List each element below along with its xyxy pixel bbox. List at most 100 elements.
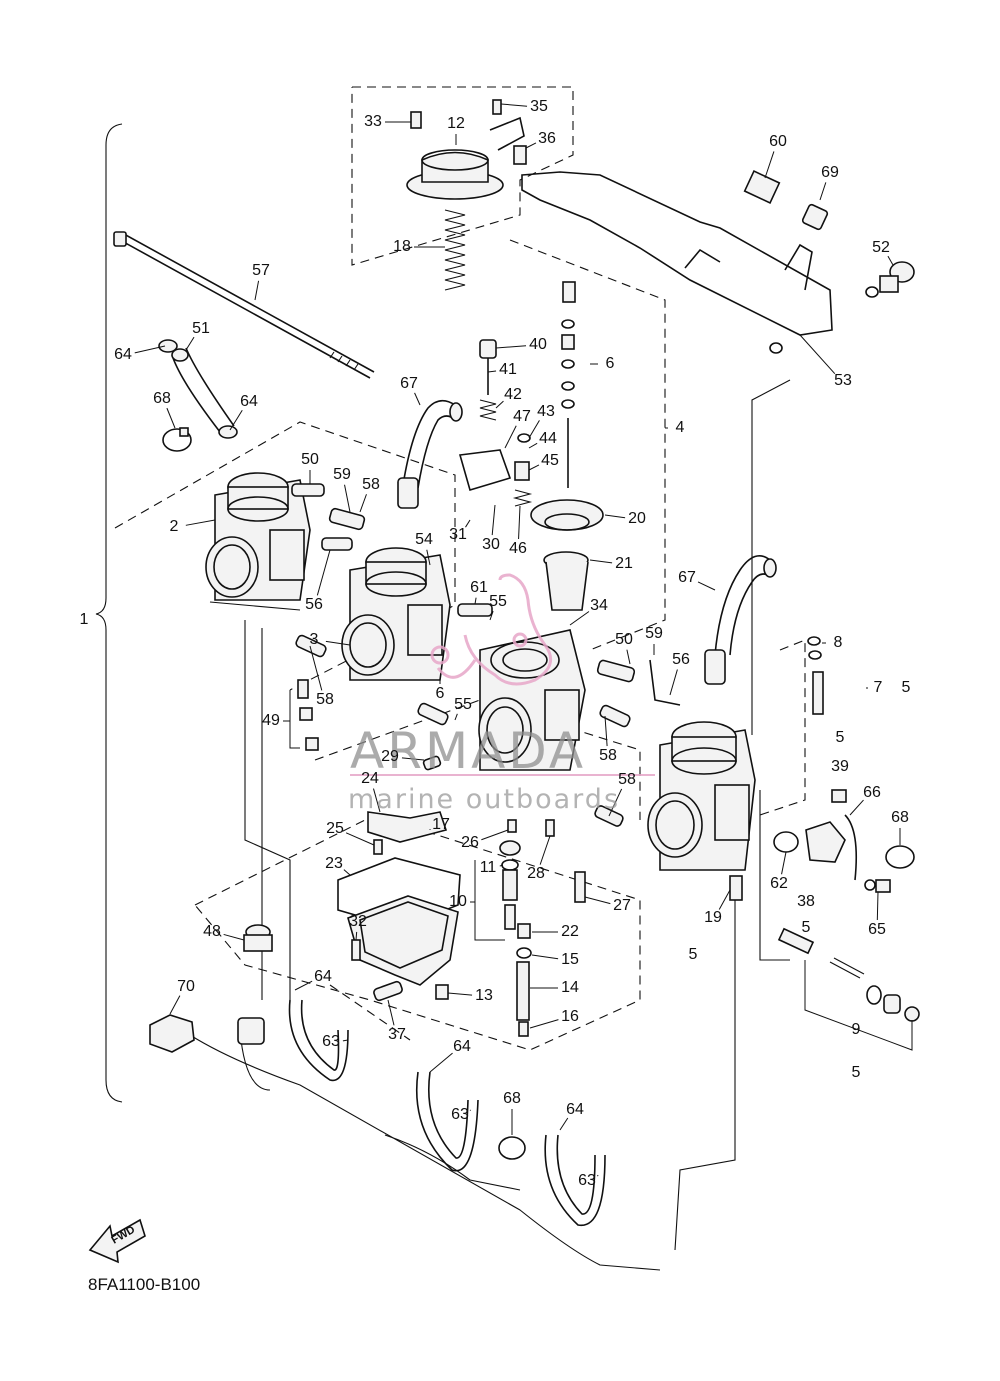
callout-7: 7 [874, 679, 883, 696]
part-18-spring [444, 209, 466, 291]
throttle-bracket [521, 170, 833, 336]
leader-20 [604, 514, 626, 519]
leader-61 [474, 597, 477, 605]
leader-32 [355, 931, 358, 941]
callout-34: 34 [590, 597, 608, 614]
leader-2 [185, 519, 216, 526]
callout-64: 64 [314, 968, 332, 985]
callout-40: 40 [529, 336, 547, 353]
callout-6: 6 [436, 685, 445, 702]
callout-11: 11 [480, 859, 497, 876]
parts-7-8 [807, 636, 824, 715]
leader-57 [254, 280, 260, 301]
leader-15 [531, 954, 559, 960]
leader-64 [294, 980, 313, 991]
callout-65: 65 [868, 921, 886, 938]
watermark-logo [430, 573, 553, 686]
leader-60 [764, 151, 775, 179]
callout-69: 69 [821, 164, 839, 181]
leader-27 [584, 896, 611, 905]
callout-1: 1 [80, 611, 89, 628]
callout-15: 15 [561, 951, 579, 968]
leader-63 [342, 1039, 349, 1042]
leader-64 [429, 1052, 453, 1073]
float-bowl [347, 895, 459, 1002]
callout-19: 19 [704, 909, 722, 926]
part-52-screw [865, 261, 915, 298]
fwd-arrow-icon: FWD [88, 1218, 146, 1264]
callout-21: 21 [615, 555, 633, 572]
leader-59 [344, 484, 351, 513]
leader-47 [504, 425, 517, 449]
leader-63 [469, 1109, 472, 1111]
callout-27: 27 [613, 897, 631, 914]
callout-35: 35 [530, 98, 548, 115]
leader-3 [325, 640, 351, 646]
callout-54: 54 [415, 531, 433, 548]
leader-54 [426, 549, 431, 566]
leader-52 [887, 255, 894, 266]
callout-56: 56 [305, 596, 323, 613]
callout-24: 24 [361, 770, 379, 787]
leader-64 [134, 345, 166, 354]
callout-46: 46 [509, 540, 527, 557]
callout-68: 68 [891, 809, 909, 826]
callout-68: 68 [153, 390, 171, 407]
callout-37: 37 [388, 1026, 406, 1043]
leader-44 [528, 442, 538, 449]
carburetor-3 [341, 547, 451, 681]
callout-26: 26 [461, 834, 479, 851]
leader-40 [495, 345, 527, 349]
callout-28: 28 [527, 865, 545, 882]
callout-20: 20 [628, 510, 646, 527]
callout-5: 5 [836, 729, 845, 746]
leader-58 [359, 494, 367, 513]
leader-26 [481, 829, 509, 841]
part-49-screws [289, 679, 319, 751]
leader-62 [781, 851, 787, 875]
leader-64 [229, 410, 243, 431]
callout-32: 32 [349, 913, 367, 930]
callout-63: 63 [451, 1106, 469, 1123]
callout-8: 8 [834, 634, 843, 651]
leader-45 [528, 464, 540, 471]
part-63-hose-3 [544, 1134, 606, 1226]
leader-13 [447, 992, 473, 996]
part-70-sensor [149, 1014, 265, 1053]
leader-58 [309, 645, 323, 691]
part-68-clamp-left [162, 427, 192, 452]
callout-64: 64 [566, 1101, 584, 1118]
part-68-clamp-bottom [498, 1136, 526, 1160]
leader-68 [166, 407, 176, 429]
leader-58 [604, 715, 608, 747]
callout-5: 5 [902, 679, 911, 696]
callout-16: 16 [561, 1008, 579, 1025]
callout-58: 58 [599, 747, 617, 764]
callout-45: 45 [541, 452, 559, 469]
callout-18: 18 [393, 238, 411, 255]
callout-41: 41 [499, 361, 517, 378]
callout-63: 63 [578, 1172, 596, 1189]
callout-25: 25 [326, 820, 344, 837]
leader-24 [372, 788, 381, 813]
leader-64 [559, 1117, 569, 1131]
callout-17: 17 [432, 816, 450, 833]
callout-4: 4 [676, 419, 685, 436]
callout-62: 62 [770, 875, 788, 892]
watermark-tagline: marine outboards [348, 784, 620, 815]
callout-67: 67 [400, 375, 418, 392]
callout-58: 58 [316, 691, 334, 708]
cables [189, 379, 791, 1271]
leader-34 [569, 611, 590, 626]
callout-9: 9 [852, 1021, 861, 1038]
callout-58: 58 [618, 771, 636, 788]
callout-5: 5 [689, 946, 698, 963]
part-57-rod [113, 231, 375, 379]
callout-42: 42 [504, 386, 522, 403]
callout-68: 68 [503, 1090, 521, 1107]
leader-53 [799, 334, 836, 375]
diagram-code: 8FA1100-B100 [88, 1275, 200, 1294]
callout-56: 56 [672, 651, 690, 668]
callout-47: 47 [513, 408, 531, 425]
